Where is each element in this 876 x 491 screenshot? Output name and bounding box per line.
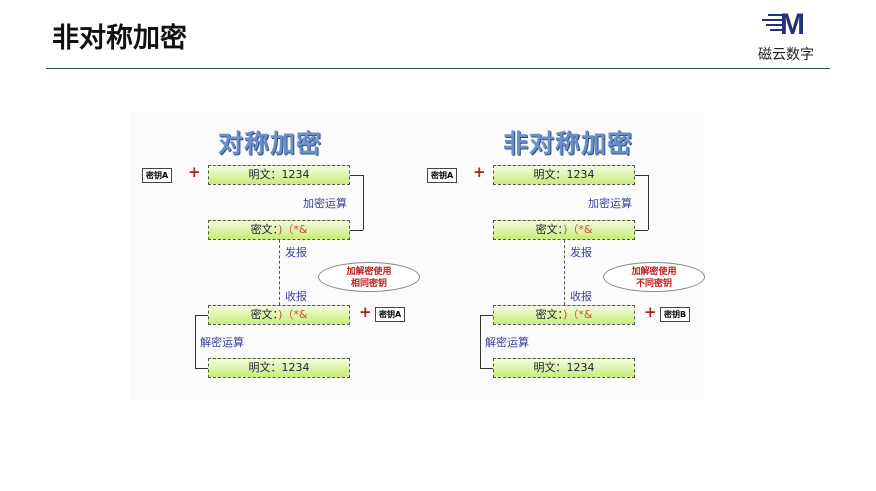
encrypt-label: 加密运算: [303, 197, 347, 210]
plaintext-box: 明文：1234: [493, 165, 635, 185]
logo-speed-lines: [762, 14, 782, 34]
ciphertext-box: 密文：)（*&: [493, 220, 635, 240]
key-label: 密钥A: [427, 168, 458, 183]
send-label: 发报: [570, 246, 592, 259]
symmetric-panel: 对称加密 密钥A + 明文：1234 加密运算 密文：)（*& 发报 收报 加解…: [130, 112, 420, 400]
ciphertext-box: 密文：)（*&: [208, 220, 350, 240]
plus-icon: +: [644, 303, 657, 321]
page-title: 非对称加密: [52, 23, 187, 54]
ciphertext-box: 密文：)（*&: [493, 305, 635, 325]
key-label: 密钥A: [142, 168, 173, 183]
logo-text: 磁云数字: [758, 47, 814, 63]
logo-mark: M: [780, 8, 805, 41]
plus-icon: +: [473, 163, 486, 181]
transmission-line: [279, 240, 280, 305]
logo: M 磁云数字: [756, 8, 836, 64]
plaintext-box: 明文：1234: [208, 165, 350, 185]
receive-label: 收报: [570, 290, 592, 303]
encryption-diagram-image: 对称加密 密钥A + 明文：1234 加密运算 密文：)（*& 发报 收报 加解…: [130, 112, 705, 400]
diagram-title: 对称加密: [218, 129, 323, 158]
decrypt-label: 解密运算: [485, 336, 529, 349]
plaintext-box: 明文：1234: [493, 358, 635, 378]
encrypt-label: 加密运算: [588, 197, 632, 210]
diagram-title: 非对称加密: [503, 129, 634, 158]
send-label: 发报: [285, 246, 307, 259]
speech-bubble: 加解密使用相同密钥: [318, 262, 420, 292]
plaintext-box: 明文：1234: [208, 358, 350, 378]
plus-icon: +: [188, 163, 201, 181]
ciphertext-box: 密文：)（*&: [208, 305, 350, 325]
receive-label: 收报: [285, 290, 307, 303]
key-label: 密钥B: [660, 307, 691, 322]
plus-icon: +: [359, 303, 372, 321]
transmission-line: [564, 240, 565, 305]
key-label: 密钥A: [375, 307, 406, 322]
asymmetric-panel: 非对称加密 密钥A + 明文：1234 加密运算 密文：)（*& 发报 收报 加…: [415, 112, 705, 400]
decrypt-label: 解密运算: [200, 336, 244, 349]
speech-bubble: 加解密使用不同密钥: [603, 262, 705, 292]
header-divider: [46, 68, 830, 69]
